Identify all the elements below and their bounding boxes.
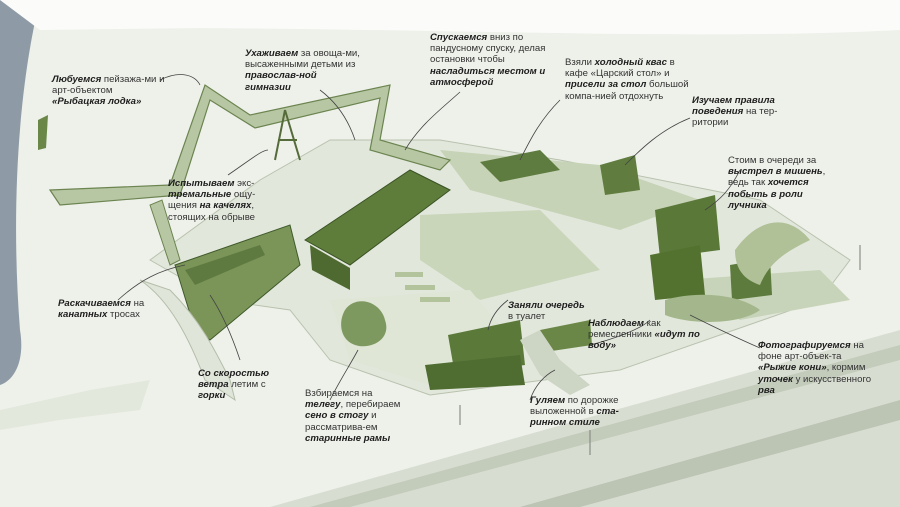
annotation-remeslo-emph1: Наблюдаем — [588, 318, 644, 329]
lamp-posts — [459, 245, 861, 455]
rope-net — [185, 245, 265, 285]
annotation-luchnik-text1: Стоим в очереди за — [728, 155, 817, 166]
archery-base — [650, 245, 705, 300]
annotation-remeslo: Наблюдаем как ремесленники «идут по воду… — [588, 318, 703, 352]
annotation-dorozhka-emph2: ста-ринном стиле — [530, 406, 619, 429]
annotation-telega-text2: , перебираем — [340, 399, 401, 411]
tree-clump — [341, 301, 387, 347]
annotation-koni: Фотографируемся на фоне арт-объек-та «Ры… — [758, 340, 873, 396]
annotation-kvas-emph2: присели за стол — [565, 79, 647, 91]
annotation-kacheli: Испытываем экс-тремальные ощу-щения на к… — [168, 178, 278, 223]
annotation-gorka-emph1: Со скоростью ветра — [198, 368, 270, 391]
annotation-kvas-text2: в кафе «Царский стол» и — [565, 57, 675, 80]
annotation-trosy-emph2: канатных — [58, 309, 108, 321]
ramp — [139, 279, 236, 402]
annotation-luchnik-text2: , ведь так — [728, 166, 826, 189]
annotation-ovoshchi-emph1: Ухаживаем — [245, 48, 299, 59]
annotation-kvas-text1: Взяли — [565, 57, 595, 68]
annotation-gorka-emph2: горки — [198, 390, 226, 402]
annotation-koni-emph4: рва — [758, 384, 775, 396]
annotation-koni-emph3: уточек — [758, 373, 793, 385]
annotation-telega-text1: Взбираемся на — [305, 388, 373, 399]
annotation-telega-text3: и рассматрива-ем — [305, 410, 378, 433]
moat — [665, 294, 760, 322]
annotation-trosy: Раскачиваемся на канатных тросах — [58, 298, 148, 320]
annotation-luchnik-emph2: хочется побыть в роли лучника — [728, 177, 809, 211]
annotation-kacheli-emph1: Испытываем — [168, 178, 235, 189]
annotation-kvas: Взяли холодный квас в кафе «Царский стол… — [565, 57, 690, 102]
annotation-remeslo-emph2: «идут по воду» — [588, 329, 700, 352]
star-walkway — [48, 84, 452, 206]
annotation-tualet: Заняли очередь в туалет — [508, 300, 588, 322]
river-water — [0, 0, 40, 385]
annotation-spusk: Спускаемся вниз по пандусному спуску, де… — [430, 32, 555, 88]
annotation-rybatskaya-emph2: «Рыбацкая лодка» — [52, 96, 142, 108]
lower-path — [0, 380, 150, 430]
cliff-swing — [274, 109, 301, 161]
lawn-center — [420, 210, 600, 300]
annotation-pravila: Изучаем правила поведения на тер-ритории — [692, 95, 792, 129]
annotation-trosy-text1: на — [130, 298, 145, 309]
long-barn-wall — [310, 245, 350, 290]
annotation-koni-text3: у искусственного — [792, 373, 872, 385]
annotation-dorozhka-emph1: Гуляем — [530, 395, 566, 406]
annotation-telega-emph1: телегу — [305, 399, 341, 411]
old-style-path — [520, 330, 590, 395]
rules-pavilion — [600, 155, 640, 195]
fence-panel — [540, 320, 592, 352]
annotation-koni-text1: на фоне арт-объек-та — [758, 340, 864, 363]
annotation-ovoshchi-text: за овоща-ми, высаженными детьми из — [245, 48, 360, 71]
annotation-gorka: Со скоростью ветра летим с горки — [198, 368, 283, 402]
annotation-telega: Взбираемся на телегу, перебираем сено в … — [305, 388, 410, 444]
annotation-pravila-emph1: Изучаем правила поведения — [692, 95, 775, 118]
annotation-dorozhka-text: по дорожке выложенной в — [530, 395, 619, 418]
annotation-kvas-emph1: холодный квас — [594, 57, 667, 68]
annotation-ovoshchi-emph2: православ-ной гимназии — [245, 70, 317, 93]
walkway-branch — [149, 199, 181, 266]
annotation-trosy-text2: тросах — [107, 309, 140, 321]
annotation-kacheli-text1: экс- — [234, 178, 255, 189]
fishing-boat-art — [38, 115, 48, 150]
annotation-rybatskaya: Любуемся пейзажа-ми и арт-объектом «Рыба… — [52, 74, 167, 108]
annotation-koni-emph2: «Рыжие кони» — [758, 362, 827, 374]
hay-bale — [395, 272, 423, 277]
annotation-koni-text2: , кормим — [826, 362, 866, 374]
cafe-canopy — [480, 150, 560, 182]
leader-lines — [117, 74, 761, 401]
annotation-trosy-emph1: Раскачиваемся — [58, 298, 131, 309]
annotation-luchnik: Стоим в очереди за выстрел в мишень, вед… — [728, 155, 838, 211]
annotation-gorka-text: летим с — [228, 379, 266, 391]
annotation-spusk-emph1: Спускаемся — [430, 32, 488, 43]
annotation-koni-emph1: Фотографируемся — [758, 340, 851, 351]
street-road — [310, 345, 900, 507]
top-band — [0, 0, 900, 35]
annotation-ovoshchi: Ухаживаем за овоща-ми, высаженными детьм… — [245, 48, 360, 93]
annotation-tualet-text: в туалет — [508, 311, 546, 323]
annotation-kvas-text3: большой компа-нией отдохнуть — [565, 79, 689, 102]
annotation-telega-emph2: сено в стогу — [305, 410, 369, 422]
annotation-kacheli-emph2: тремальные — [168, 189, 232, 201]
annotation-rybatskaya-emph1: Любуемся — [52, 74, 102, 85]
annotation-kacheli-text2: ощу-щения — [168, 189, 256, 212]
hay-bale — [405, 285, 435, 290]
street-road-lower — [520, 400, 900, 507]
annotation-remeslo-text: как ремесленники — [588, 318, 661, 341]
annotation-spusk-text: вниз по пандусному спуску, делая останов… — [430, 32, 546, 66]
annotation-luchnik-emph1: выстрел в мишень — [728, 166, 823, 178]
annotation-pravila-text: на тер-ритории — [692, 106, 778, 129]
annotation-kacheli-text3: , стоящих на обрыве — [168, 200, 256, 223]
annotation-telega-emph3: старинные рамы — [305, 432, 391, 444]
annotation-dorozhka: Гуляем по дорожке выложенной в ста-ринно… — [530, 395, 635, 429]
annotation-rybatskaya-text: пейзажа-ми и арт-объектом — [52, 74, 165, 97]
craft-house — [425, 355, 525, 390]
long-barn-roof — [304, 169, 451, 266]
hay-bale — [420, 297, 450, 302]
annotation-tualet-emph1: Заняли очередь — [508, 300, 585, 311]
annotation-kacheli-emph3: на качелях — [199, 200, 252, 212]
hedge — [735, 222, 810, 285]
archery-tower — [655, 195, 720, 258]
annotation-spusk-emph2: насладиться местом и атмосферой — [430, 65, 546, 88]
